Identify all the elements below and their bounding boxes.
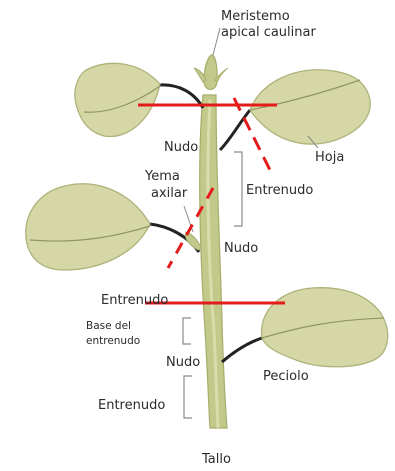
- petiole-label: Peciolo: [263, 369, 309, 384]
- internode-label-bottom: Entrenudo: [98, 398, 165, 413]
- internode-base-bracket: [183, 318, 191, 344]
- leaf-label: Hoja: [315, 150, 344, 165]
- bud-label-line2: axilar: [151, 186, 188, 201]
- leaf-top-left: [75, 63, 160, 136]
- internode-base-label-line2: entrenudo: [86, 335, 140, 347]
- internode-label-right: Entrenudo: [246, 183, 313, 198]
- node-label-lower: Nudo: [166, 355, 200, 370]
- leaf-middle-left: [26, 184, 150, 270]
- meristem-label-line2: apical caulinar: [221, 25, 316, 40]
- leaf-bottom-right-petiole: [222, 338, 262, 362]
- node-label-top: Nudo: [164, 140, 198, 155]
- leaf-top-right-petiole: [220, 110, 250, 150]
- leaf-top-right: [250, 70, 370, 144]
- leaf-bottom-right: [262, 288, 388, 367]
- meristem-pointer: [213, 28, 220, 55]
- internode-bracket-bottom: [184, 376, 192, 418]
- node-label-middle: Nudo: [224, 241, 258, 256]
- meristem-label-line1: Meristemo: [221, 9, 290, 24]
- bud-label-line1: Yema: [144, 169, 180, 184]
- stem-label: Tallo: [201, 452, 231, 467]
- apical-meristem: [204, 55, 217, 90]
- internode-label-left: Entrenudo: [101, 293, 168, 308]
- internode-base-label-line1: Base del: [86, 320, 131, 332]
- internode-bracket-right: [234, 152, 242, 226]
